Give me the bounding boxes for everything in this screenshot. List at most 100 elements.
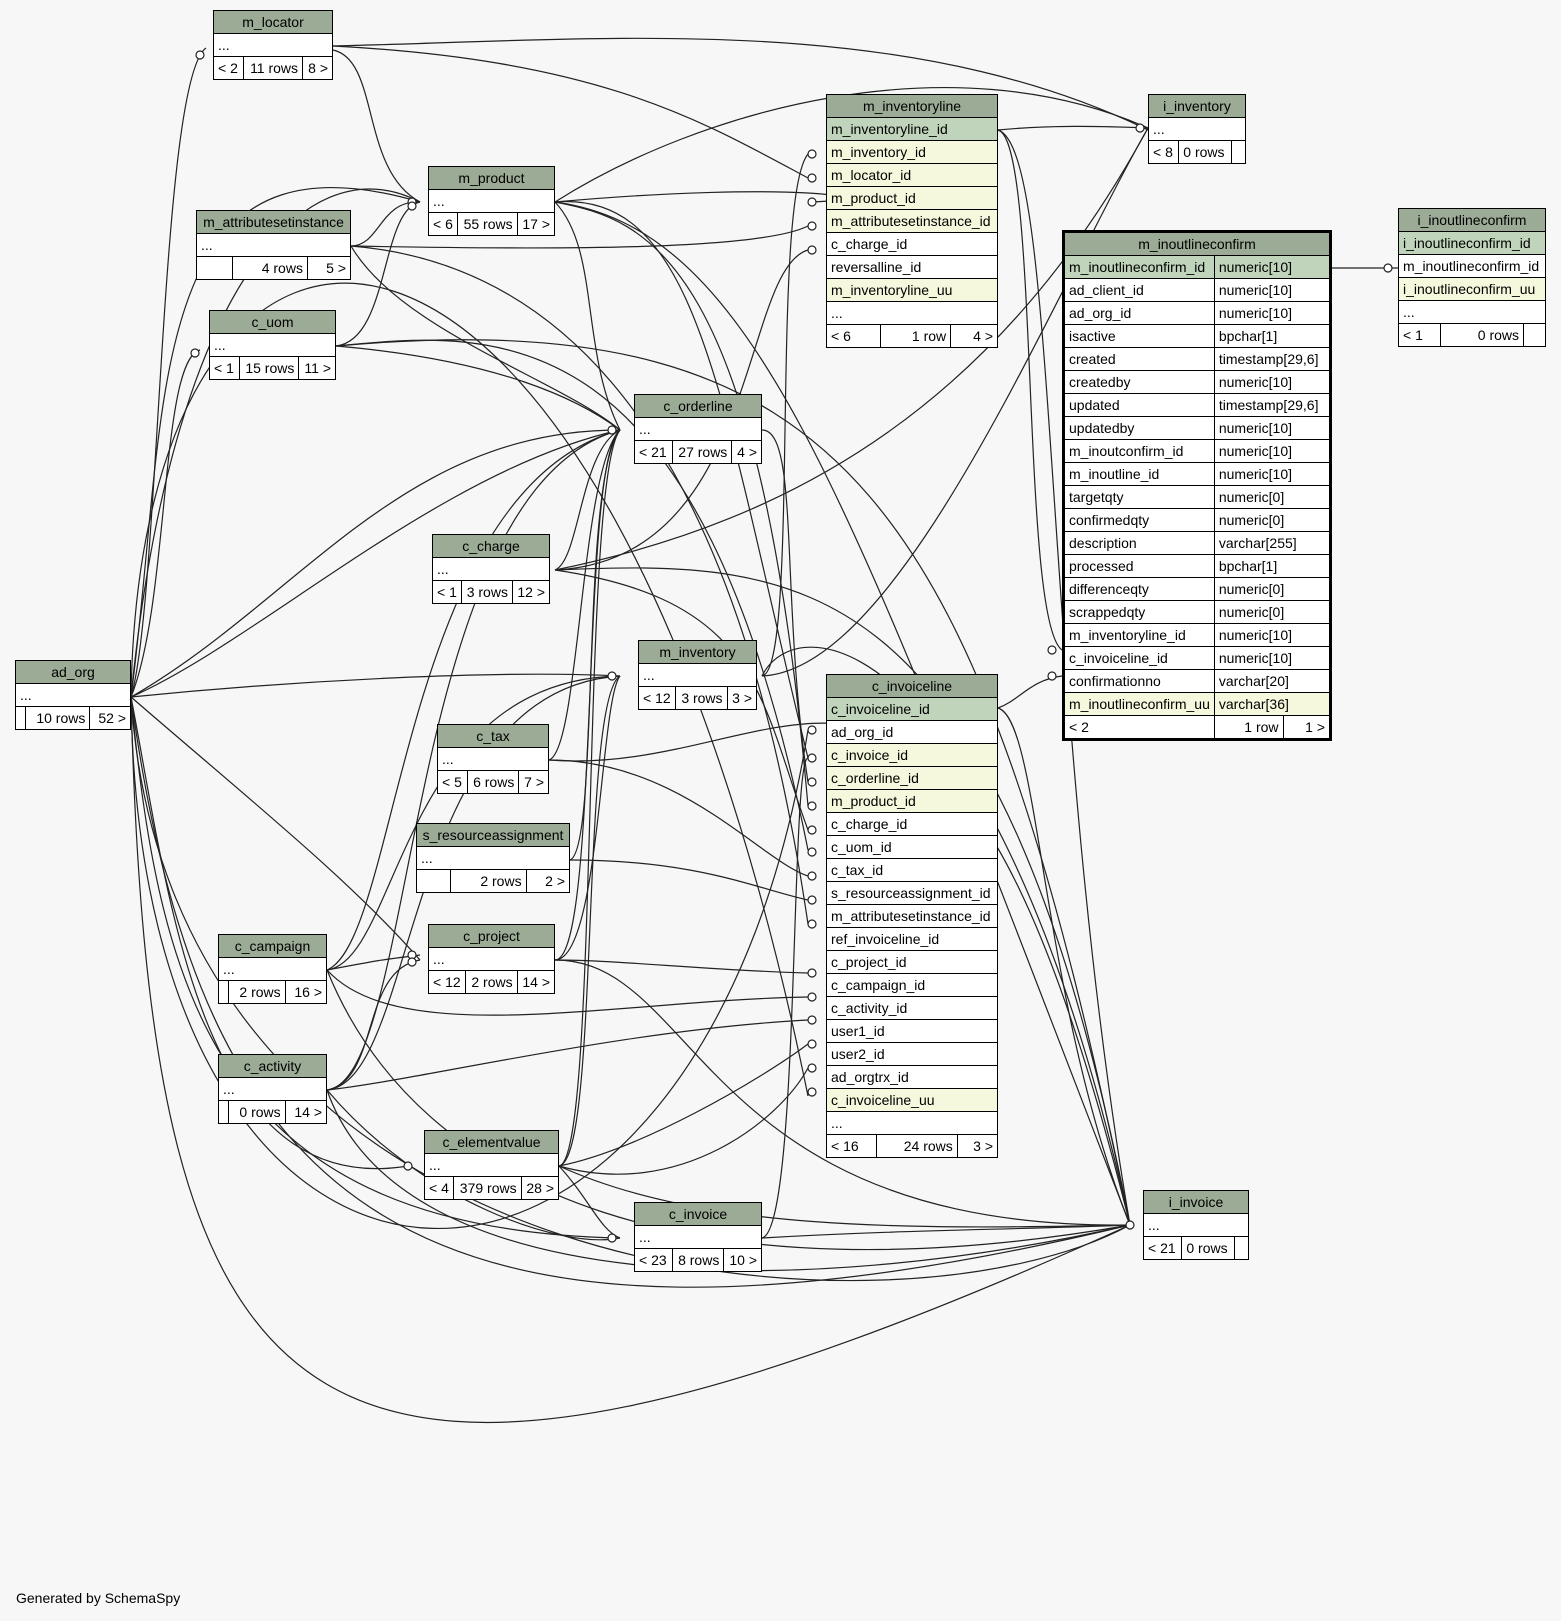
column-updated[interactable]: updated [1063,393,1215,417]
table-title[interactable]: c_activity [218,1054,327,1078]
column-isactive[interactable]: isactive [1063,324,1215,348]
edge [761,757,809,1239]
column-c_project_id[interactable]: c_project_id [826,950,998,974]
column-type: timestamp[29,6] [1213,347,1332,371]
table-i_inoutlineconfirm[interactable]: i_inoutlineconfirm i_inoutlineconfirm_id… [1398,208,1546,347]
table-title[interactable]: c_uom [209,310,336,334]
column-m_inoutline_id[interactable]: m_inoutline_id [1063,462,1215,486]
stat-rows: 2 rows [465,970,518,994]
column-ad_org_id[interactable]: ad_org_id [826,720,998,744]
column-i_inoutlineconfirm_id[interactable]: i_inoutlineconfirm_id [1398,231,1546,255]
column-m_product_id[interactable]: m_product_id [826,186,998,210]
column-c_invoiceline_id[interactable]: c_invoiceline_id [826,697,998,721]
column-c_activity_id[interactable]: c_activity_id [826,996,998,1020]
table-c_invoiceline[interactable]: c_invoiceline c_invoiceline_id ad_org_id… [826,674,999,1158]
edge [350,245,621,431]
column-createdby[interactable]: createdby [1063,370,1215,394]
table-title[interactable]: c_charge [432,534,550,558]
column-m_inoutlineconfirm_id[interactable]: m_inoutlineconfirm_id [1398,254,1546,278]
table-title[interactable]: m_product [428,166,555,190]
column-confirmedqty[interactable]: confirmedqty [1063,508,1215,532]
column-processed[interactable]: processed [1063,554,1215,578]
column-m_inventoryline_id[interactable]: m_inventoryline_id [1063,623,1215,647]
table-title[interactable]: ad_org [15,660,131,684]
column-ad_client_id[interactable]: ad_client_id [1063,278,1215,302]
table-title[interactable]: c_campaign [218,934,327,958]
column-c_uom_id[interactable]: c_uom_id [826,835,998,859]
column-m_inoutlineconfirm_id[interactable]: m_inoutlineconfirm_id [1063,255,1215,279]
column-c_invoice_id[interactable]: c_invoice_id [826,743,998,767]
column-targetqty[interactable]: targetqty [1063,485,1215,509]
column-ref_invoiceline_id[interactable]: ref_invoiceline_id [826,927,998,951]
column-m_inventoryline_uu[interactable]: m_inventoryline_uu [826,278,998,302]
table-title[interactable]: i_inoutlineconfirm [1398,208,1546,232]
column-ad_org_id[interactable]: ad_org_id [1063,301,1215,325]
stat-rows: 2 rows [450,869,527,893]
table-title[interactable]: s_resourceassignment [416,823,570,847]
table-title[interactable]: c_orderline [634,394,762,418]
column-c_campaign_id[interactable]: c_campaign_id [826,973,998,997]
column-m_attributesetinstance_id[interactable]: m_attributesetinstance_id [826,209,998,233]
stat-children: 3 > [726,686,758,710]
table-title[interactable]: m_inoutlineconfirm [1063,231,1331,256]
column-c_invoiceline_id[interactable]: c_invoiceline_id [1063,646,1215,670]
column-m_inventoryline_id[interactable]: m_inventoryline_id [826,117,998,141]
column-description[interactable]: description [1063,531,1215,555]
column-c_invoiceline_uu[interactable]: c_invoiceline_uu [826,1088,998,1112]
table-title[interactable]: m_attributesetinstance [196,210,351,234]
column-s_resourceassignment_id[interactable]: s_resourceassignment_id [826,881,998,905]
table-title[interactable]: m_inventory [638,640,757,664]
column-ad_orgtrx_id[interactable]: ad_orgtrx_id [826,1065,998,1089]
table-title[interactable]: c_tax [437,724,549,748]
table-title[interactable]: c_invoice [634,1202,762,1226]
column-c_tax_id[interactable]: c_tax_id [826,858,998,882]
table-title[interactable]: m_inventoryline [826,94,998,118]
column-c_orderline_id[interactable]: c_orderline_id [826,766,998,790]
table-title[interactable]: i_inventory [1148,94,1246,118]
column-c_charge_id[interactable]: c_charge_id [826,232,998,256]
table-title[interactable]: c_project [428,924,555,948]
column-created[interactable]: created [1063,347,1215,371]
column-type: numeric[10] [1213,301,1332,325]
column-differenceqty[interactable]: differenceqty [1063,577,1215,601]
column-scrappedqty[interactable]: scrappedqty [1063,600,1215,624]
column-m_locator_id[interactable]: m_locator_id [826,163,998,187]
edge [130,696,1131,1282]
column-user2_id[interactable]: user2_id [826,1042,998,1066]
stat-children [1234,1236,1249,1260]
column-updatedby[interactable]: updatedby [1063,416,1215,440]
table-title[interactable]: c_invoiceline [826,674,998,698]
column-i_inoutlineconfirm_uu[interactable]: i_inoutlineconfirm_uu [1398,277,1546,301]
column-user1_id[interactable]: user1_id [826,1019,998,1043]
column-m_attributesetinstance_id[interactable]: m_attributesetinstance_id [826,904,998,928]
column-confirmationno[interactable]: confirmationno [1063,669,1215,693]
column-m_inventory_id[interactable]: m_inventory_id [826,140,998,164]
table-title[interactable]: i_invoice [1143,1190,1249,1214]
table-m_inoutlineconfirm[interactable]: m_inoutlineconfirm m_inoutlineconfirm_id… [1062,230,1332,741]
column-m_inoutlineconfirm_uu[interactable]: m_inoutlineconfirm_uu [1063,692,1215,716]
table-title[interactable]: m_locator [213,10,333,34]
table-title[interactable]: c_elementvalue [424,1130,559,1154]
column-m_inoutconfirm_id[interactable]: m_inoutconfirm_id [1063,439,1215,463]
column-m_product_id[interactable]: m_product_id [826,789,998,813]
column-reversalline_id[interactable]: reversalline_id [826,255,998,279]
column-c_charge_id[interactable]: c_charge_id [826,812,998,836]
table-m_inventoryline[interactable]: m_inventoryline m_inventoryline_id m_inv… [826,94,998,348]
